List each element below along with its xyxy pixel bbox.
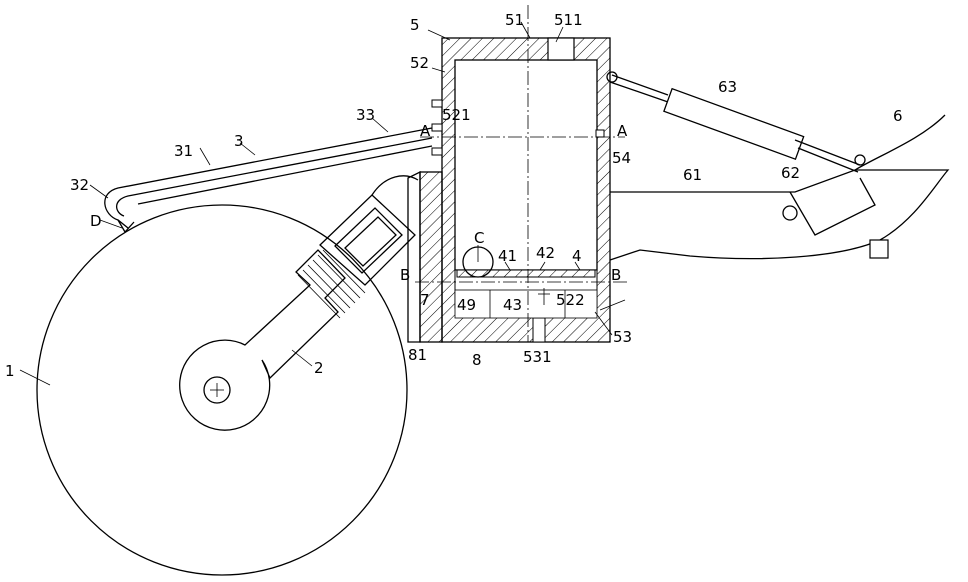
label-49: 49 xyxy=(457,296,476,314)
label-511: 511 xyxy=(554,11,583,29)
label-81: 81 xyxy=(408,346,427,364)
label-32: 32 xyxy=(70,176,89,194)
arm-part xyxy=(180,176,418,430)
housing-part xyxy=(415,5,628,342)
label-31: 31 xyxy=(174,142,193,160)
label-7: 7 xyxy=(420,291,430,309)
label-33: 33 xyxy=(356,106,375,124)
label-522: 522 xyxy=(556,291,585,309)
label-521: 521 xyxy=(442,106,471,124)
label-4: 4 xyxy=(572,247,582,265)
label-62: 62 xyxy=(781,164,800,182)
label-B-left: B xyxy=(400,266,410,284)
label-41: 41 xyxy=(498,247,517,265)
label-6: 6 xyxy=(893,107,903,125)
label-C: C xyxy=(474,229,484,247)
label-52: 52 xyxy=(410,54,429,72)
label-531: 531 xyxy=(523,348,552,366)
label-A-right: A xyxy=(617,122,628,140)
label-53: 53 xyxy=(613,328,632,346)
label-51: 51 xyxy=(505,11,524,29)
label-A-left: A xyxy=(420,122,431,140)
label-42: 42 xyxy=(536,244,555,262)
label-B-right: B xyxy=(611,266,621,284)
label-2: 2 xyxy=(314,359,324,377)
label-5: 5 xyxy=(410,16,420,34)
label-43: 43 xyxy=(503,296,522,314)
label-63: 63 xyxy=(718,78,737,96)
label-1: 1 xyxy=(5,362,15,380)
label-8: 8 xyxy=(472,351,482,369)
label-61: 61 xyxy=(683,166,702,184)
label-3: 3 xyxy=(234,132,244,150)
label-54: 54 xyxy=(612,149,631,167)
label-D: D xyxy=(90,212,102,230)
